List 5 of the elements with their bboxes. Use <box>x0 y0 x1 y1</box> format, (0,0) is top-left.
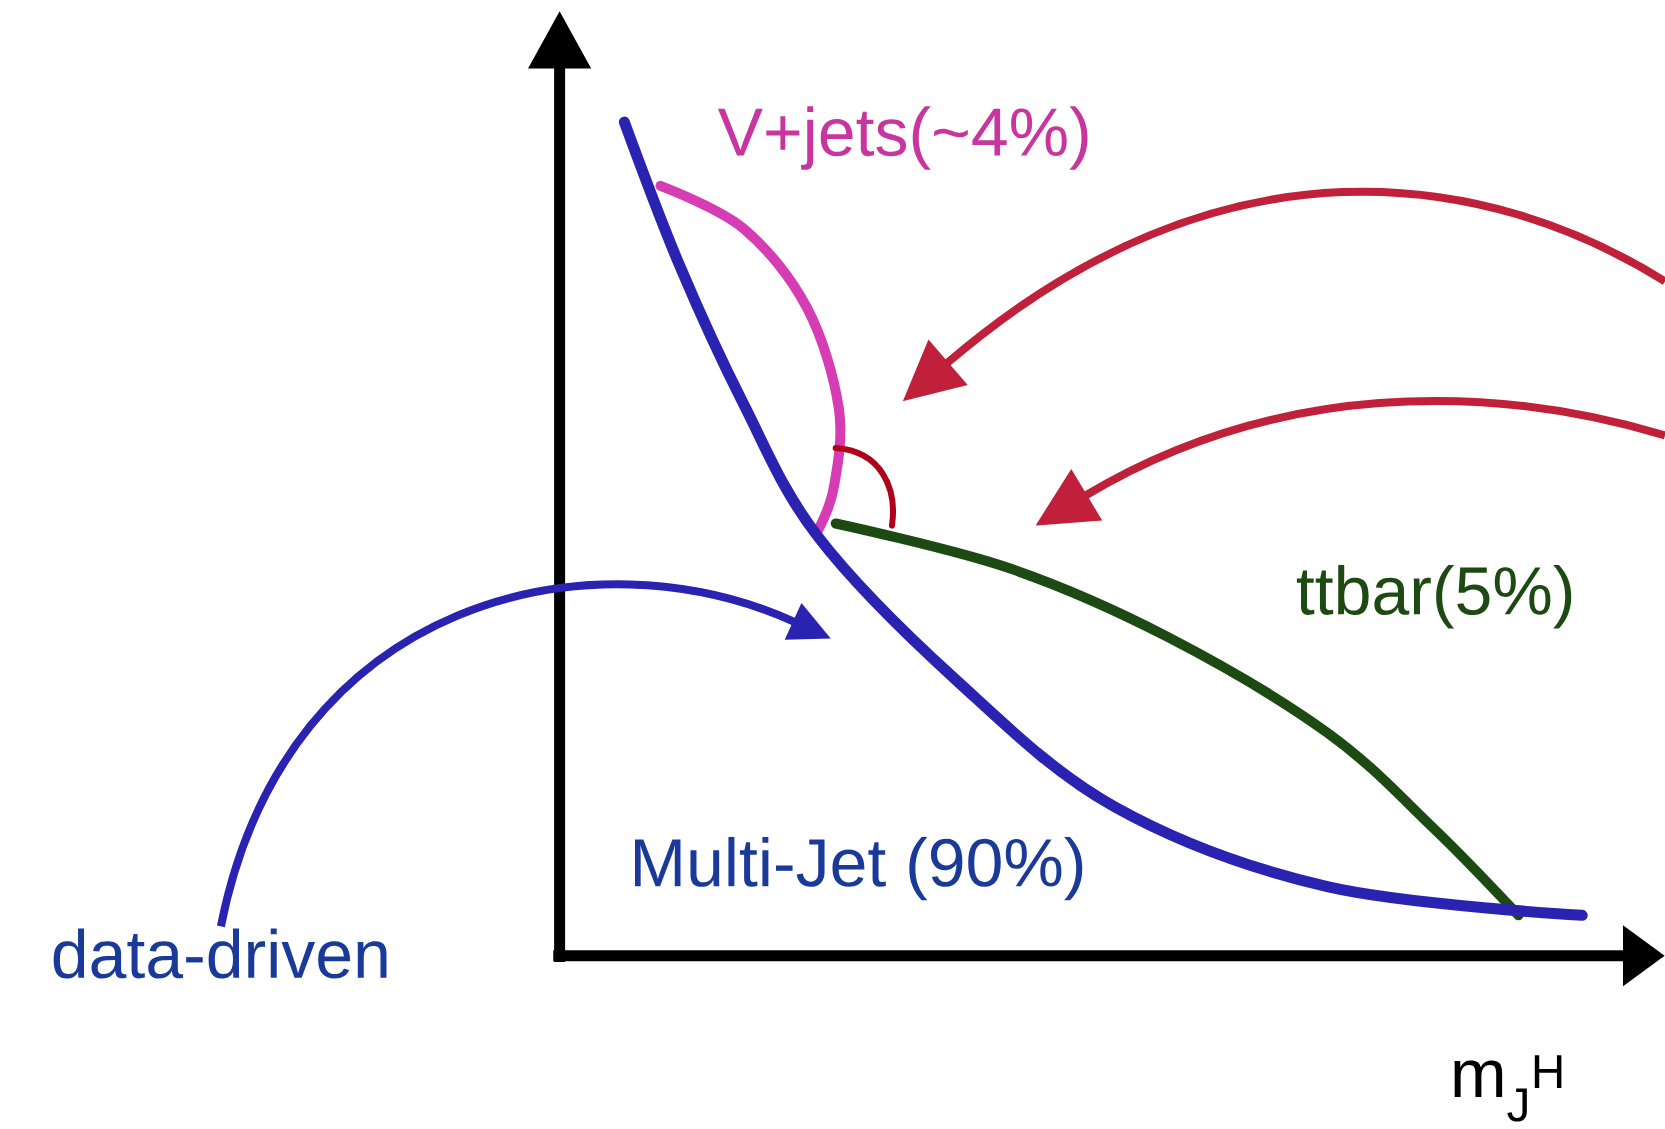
curve-label: m$_{J}$H <box>1454 1055 1562 1122</box>
curve-label: V+jets(~4%) <box>717 106 1088 170</box>
curve-label: Multi-Jet (90%) <box>635 837 1083 901</box>
curve-label: ttbar(5%) <box>1296 565 1572 629</box>
text-label: data-driven <box>53 928 387 979</box>
